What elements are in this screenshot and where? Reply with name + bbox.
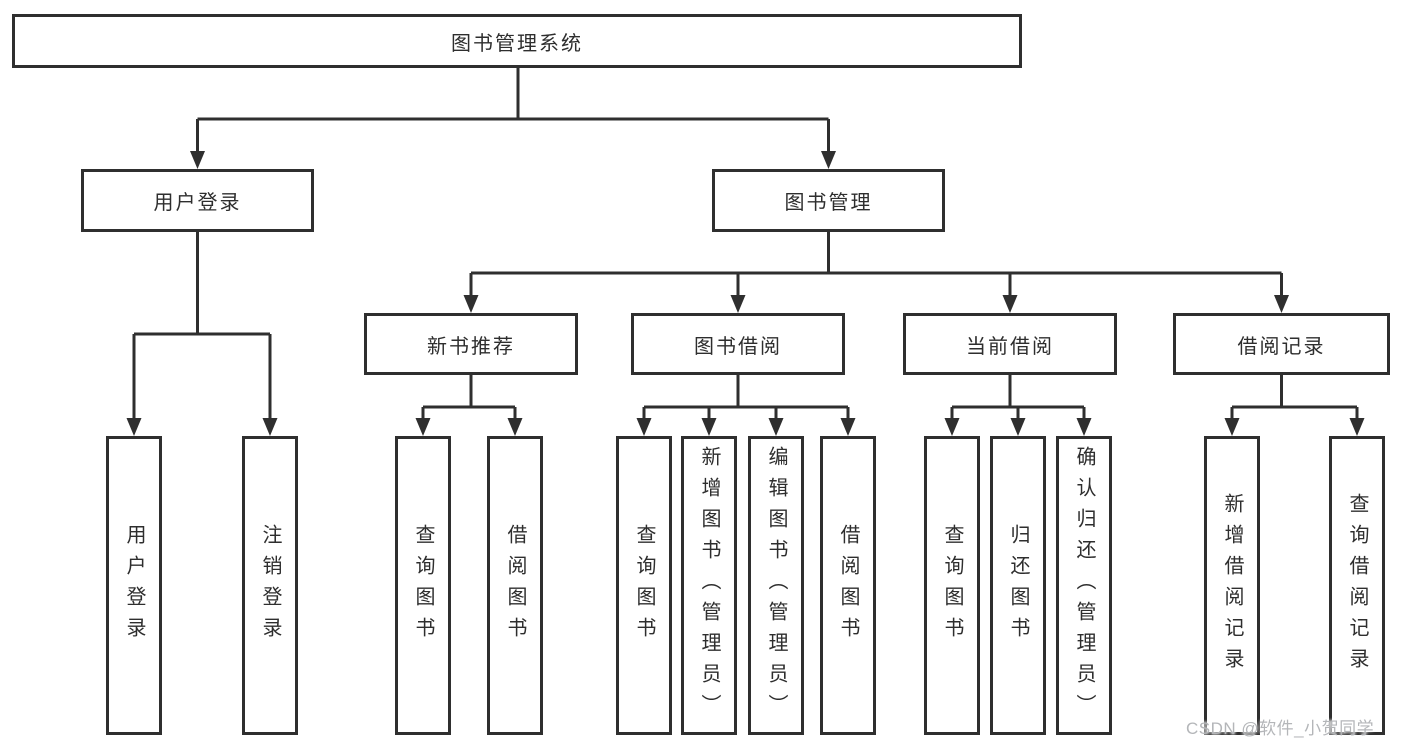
leaf-query-borrow-record: 查询借阅记录 bbox=[1329, 436, 1385, 735]
node-book-management: 图书管理 bbox=[712, 169, 945, 232]
leaf-query-books-1: 查询图书 bbox=[395, 436, 451, 735]
connector-user-login-branch bbox=[132, 232, 272, 419]
connector-book-borrow-branch bbox=[642, 375, 850, 419]
leaf-user-login: 用户登录 bbox=[106, 436, 162, 735]
connector-root-branch bbox=[196, 68, 830, 152]
node-current-borrow: 当前借阅 bbox=[903, 313, 1117, 375]
node-label: 新增借阅记录 bbox=[1221, 492, 1243, 679]
arrow-down-icon bbox=[944, 418, 960, 436]
arrow-down-icon bbox=[1076, 418, 1092, 436]
node-label: 借阅图书 bbox=[837, 523, 859, 648]
arrow-down-icon bbox=[1224, 418, 1240, 436]
leaf-return-books: 归还图书 bbox=[990, 436, 1046, 735]
node-label: 查询图书 bbox=[941, 523, 963, 648]
node-label: 查询图书 bbox=[633, 523, 655, 648]
node-label: 确认归还（管理员） bbox=[1073, 446, 1095, 725]
node-label: 借阅图书 bbox=[504, 523, 526, 648]
arrow-down-icon bbox=[730, 295, 746, 313]
node-label: 编辑图书（管理员） bbox=[765, 446, 787, 725]
arrow-down-icon bbox=[821, 151, 836, 169]
connector-book-management-branch bbox=[469, 232, 1283, 296]
leaf-borrow-books-2: 借阅图书 bbox=[820, 436, 876, 735]
leaf-query-books-2: 查询图书 bbox=[616, 436, 672, 735]
node-book-borrow: 图书借阅 bbox=[631, 313, 845, 375]
leaf-add-books-admin: 新增图书（管理员） bbox=[681, 436, 737, 735]
node-label: 查询借阅记录 bbox=[1346, 492, 1368, 679]
arrow-down-icon bbox=[1002, 295, 1018, 313]
node-user-login: 用户登录 bbox=[81, 169, 314, 232]
node-label: 图书管理 bbox=[784, 192, 873, 214]
watermark: CSDN @软件_小贺同学 bbox=[1186, 719, 1375, 738]
node-label: 注销登录 bbox=[259, 523, 281, 648]
node-label: 新书推荐 bbox=[427, 335, 515, 358]
arrow-down-icon bbox=[636, 418, 652, 436]
leaf-add-borrow-record: 新增借阅记录 bbox=[1204, 436, 1260, 735]
node-label: 查询图书 bbox=[412, 523, 434, 648]
leaf-edit-books-admin: 编辑图书（管理员） bbox=[748, 436, 804, 735]
leaf-confirm-return-admin: 确认归还（管理员） bbox=[1056, 436, 1112, 735]
connector-new-book-branch bbox=[421, 375, 517, 419]
leaf-logout-login: 注销登录 bbox=[242, 436, 298, 735]
arrow-down-icon bbox=[463, 295, 479, 313]
arrow-down-icon bbox=[126, 418, 142, 436]
node-label: 新增图书（管理员） bbox=[698, 446, 720, 725]
node-label: 图书管理系统 bbox=[451, 32, 583, 55]
node-new-book-recommend: 新书推荐 bbox=[364, 313, 578, 375]
arrow-down-icon bbox=[840, 418, 856, 436]
node-label: 当前借阅 bbox=[966, 335, 1054, 358]
connector-borrow-records-branch bbox=[1230, 375, 1359, 419]
arrow-down-icon bbox=[1274, 295, 1289, 313]
arrow-down-icon bbox=[1010, 418, 1026, 436]
connector-current-borrow-branch bbox=[950, 375, 1086, 419]
arrow-down-icon bbox=[507, 418, 523, 436]
node-label: 用户登录 bbox=[153, 192, 242, 214]
node-book-management-system: 图书管理系统 bbox=[12, 14, 1022, 68]
node-label: 用户登录 bbox=[123, 523, 145, 648]
leaf-query-books-3: 查询图书 bbox=[924, 436, 980, 735]
arrow-down-icon bbox=[190, 151, 205, 169]
arrow-down-icon bbox=[415, 418, 431, 436]
node-label: 图书借阅 bbox=[694, 335, 782, 358]
node-borrow-records: 借阅记录 bbox=[1173, 313, 1390, 375]
node-label: 归还图书 bbox=[1007, 523, 1029, 648]
arrow-down-icon bbox=[768, 418, 784, 436]
arrow-down-icon bbox=[262, 418, 278, 436]
leaf-borrow-books-1: 借阅图书 bbox=[487, 436, 543, 735]
arrow-down-icon bbox=[1349, 418, 1365, 436]
node-label: 借阅记录 bbox=[1237, 335, 1326, 358]
arrow-down-icon bbox=[701, 418, 717, 436]
